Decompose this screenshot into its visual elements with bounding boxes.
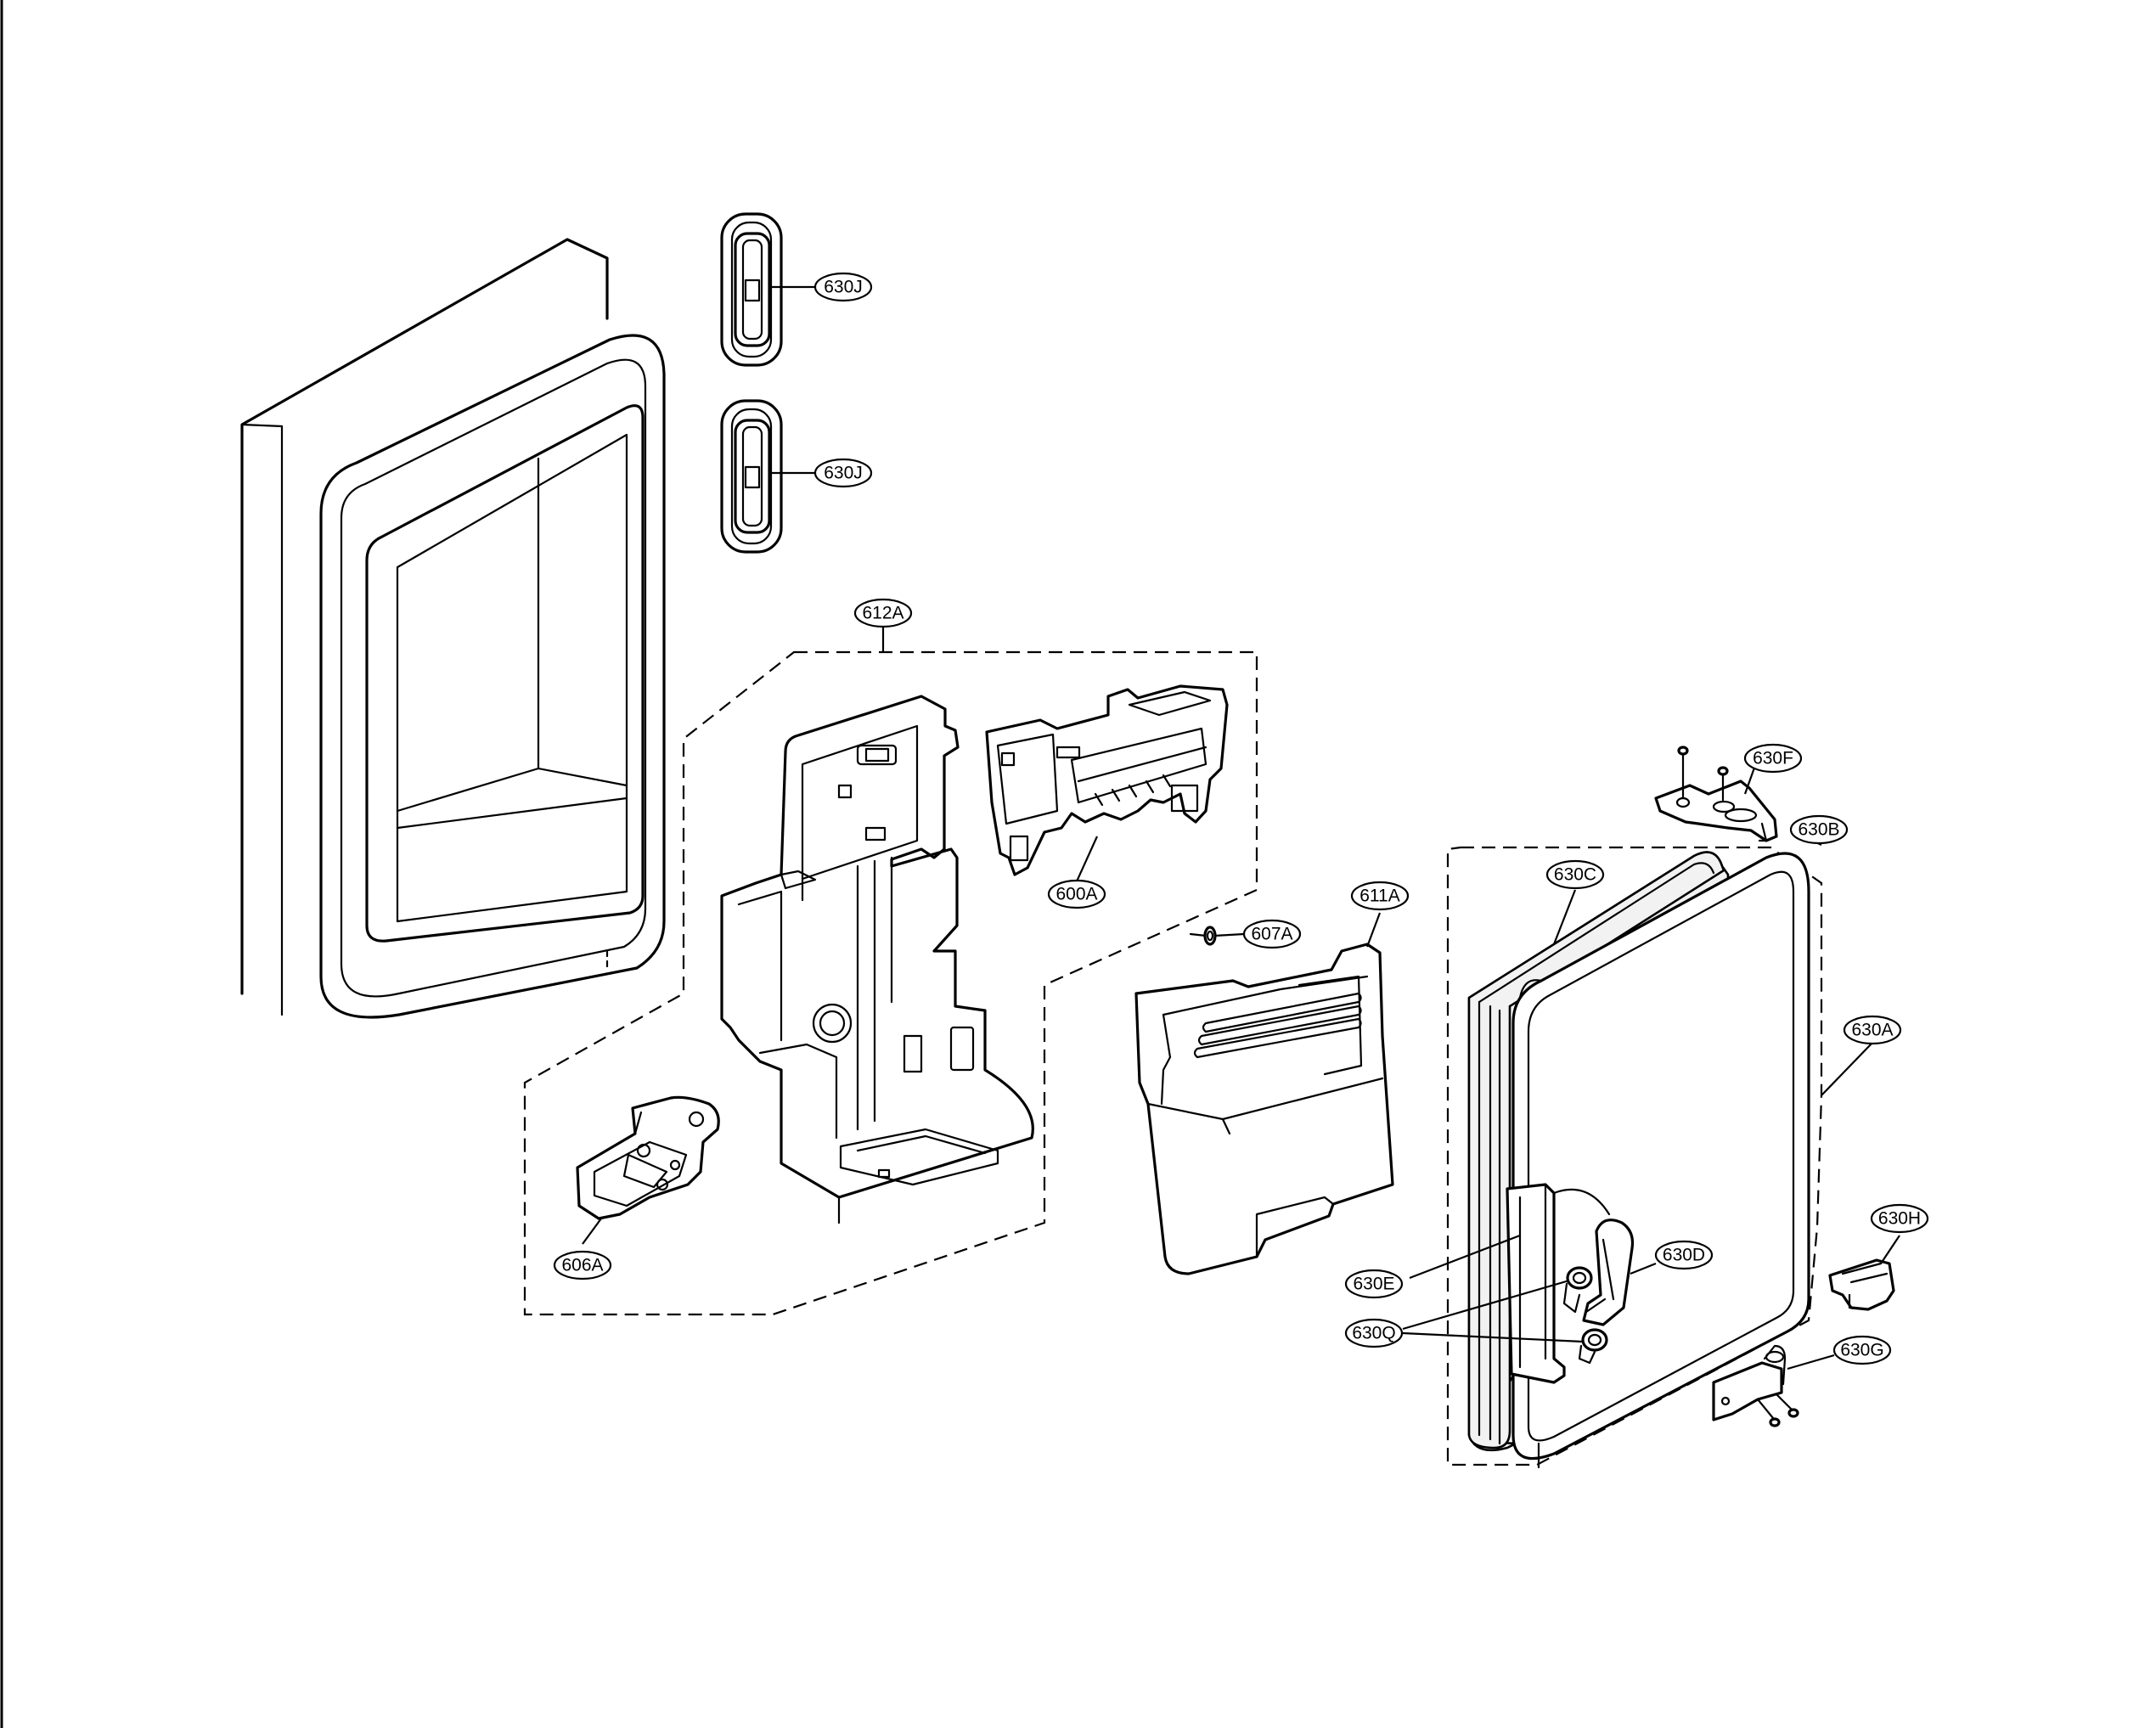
callout-label: 630H (1878, 1209, 1921, 1229)
callout-630h: 630H (1870, 1203, 1929, 1234)
dispenser-bracket (720, 695, 1034, 1224)
callout-label: 611A (1359, 887, 1400, 906)
callout-label: 630E (1353, 1275, 1394, 1294)
leader-lines (582, 285, 1900, 1371)
callout-630e: 630E (1344, 1269, 1404, 1299)
top-hinge-630f (1654, 746, 1778, 842)
callout-630b: 630B (1789, 814, 1849, 845)
callout-630j-b: 630J (813, 458, 873, 488)
callout-label: 630C (1554, 865, 1596, 885)
callout-label: 630Q (1352, 1324, 1395, 1343)
callout-630a: 630A (1843, 1015, 1902, 1045)
handle-cap-630h (1828, 1258, 1895, 1311)
callout-label: 630B (1798, 820, 1839, 840)
gasket-630j-top (720, 212, 783, 367)
callout-label: 630J (824, 464, 863, 483)
switch-part-606a (576, 1095, 720, 1220)
callout-630f: 630F (1743, 743, 1803, 774)
handle-630d (1582, 1219, 1635, 1326)
callout-630q: 630Q (1344, 1318, 1404, 1348)
callout-label: 600A (1055, 885, 1097, 904)
callout-630c: 630C (1545, 859, 1605, 890)
cover-611a (1134, 943, 1394, 1275)
callout-label: 630A (1851, 1021, 1893, 1040)
screw-607a (1189, 926, 1217, 946)
callout-label: 630J (824, 278, 863, 297)
callout-600a: 600A (1047, 879, 1106, 909)
callout-611a: 611A (1350, 881, 1410, 911)
callout-label: 630D (1663, 1246, 1705, 1265)
callout-630g: 630G (1832, 1335, 1892, 1365)
callout-612a: 612A (853, 598, 913, 628)
callout-607a: 607A (1242, 919, 1302, 949)
callout-label: 630F (1753, 749, 1793, 768)
callout-606a: 606A (553, 1250, 612, 1281)
callout-630d: 630D (1654, 1240, 1714, 1270)
bottom-hinge-630g (1712, 1344, 1799, 1427)
screws-630q (1562, 1266, 1608, 1365)
callout-label: 630G (1840, 1341, 1883, 1360)
assembly-boundary-612a (523, 650, 1258, 1316)
callout-630j-a: 630J (813, 272, 873, 302)
hinge-block-630e (1506, 1183, 1611, 1384)
callout-label: 607A (1251, 925, 1292, 944)
callout-label: 606A (561, 1256, 603, 1275)
door-frame-housing (240, 238, 666, 1019)
actuator-module-600a (985, 684, 1229, 876)
gasket-630j-bottom (720, 399, 783, 554)
callout-label: 612A (862, 604, 903, 623)
